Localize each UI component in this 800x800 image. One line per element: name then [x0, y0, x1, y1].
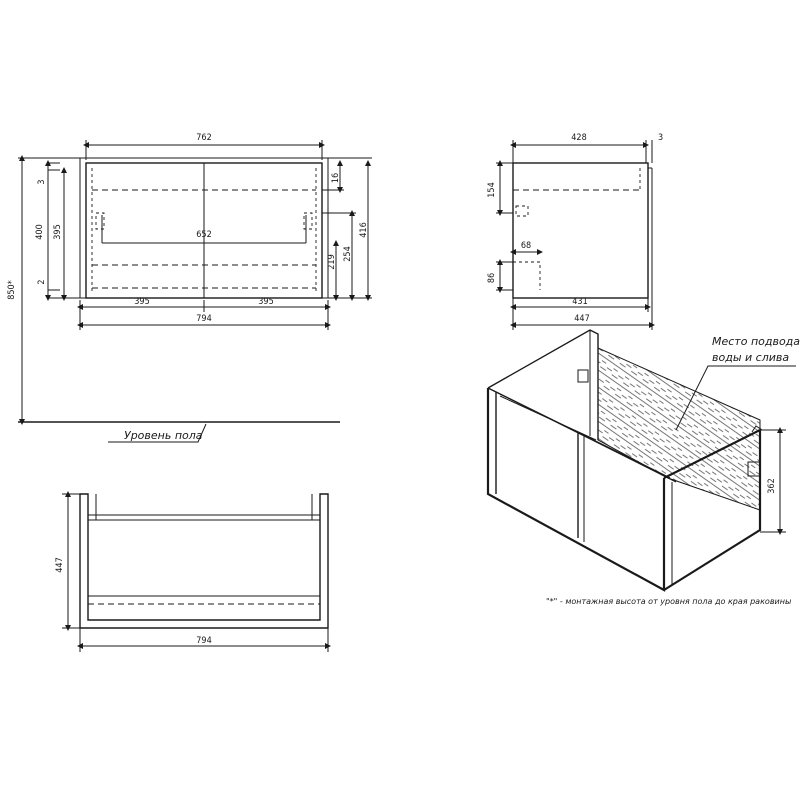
dim-3-front: 3: [37, 179, 47, 184]
top-frame: [79, 493, 329, 629]
side-body: [512, 162, 649, 299]
top-view: 447 794: [55, 491, 331, 652]
dim-16: 16: [331, 173, 341, 183]
dim-431: 431: [572, 297, 587, 307]
dim-362: 362: [767, 478, 777, 493]
footnote: "*" - монтажная высота от уровня пола до…: [546, 597, 791, 606]
dim-3-side: 3: [658, 133, 663, 143]
dim-395-right: 395: [258, 297, 273, 307]
dim-794-top: 794: [196, 636, 211, 646]
dim-254: 254: [343, 246, 353, 261]
dim-652: 652: [196, 230, 211, 240]
dim-428: 428: [571, 133, 586, 143]
dim-762: 762: [196, 133, 211, 143]
isometric-view: 362 Место подвода воды и слива: [486, 329, 800, 592]
dim-447-top: 447: [55, 557, 65, 572]
supply-label-line1: Место подвода: [712, 335, 800, 348]
dim-447-side: 447: [574, 314, 589, 324]
dim-794: 794: [196, 314, 211, 324]
dim-395-left: 395: [134, 297, 149, 307]
supply-label-line2: воды и слива: [712, 351, 789, 364]
dim-2-front: 2: [37, 279, 47, 284]
side-view: 428 3 154 68 86 431 447: [487, 133, 663, 330]
dim-86: 86: [487, 273, 497, 283]
dim-400: 400: [35, 224, 45, 239]
dim-395-vertical: 395: [53, 224, 63, 239]
dim-219: 219: [327, 254, 337, 269]
dim-850: 850*: [7, 280, 17, 300]
supply-zone: [597, 347, 761, 511]
dim-154: 154: [487, 182, 497, 197]
dim-68: 68: [521, 241, 531, 251]
dim-416: 416: [359, 222, 369, 237]
floor-label: Уровень пола: [124, 429, 203, 442]
front-view: 762 652 395 395 794 850* 400 395 3 2: [7, 133, 372, 443]
